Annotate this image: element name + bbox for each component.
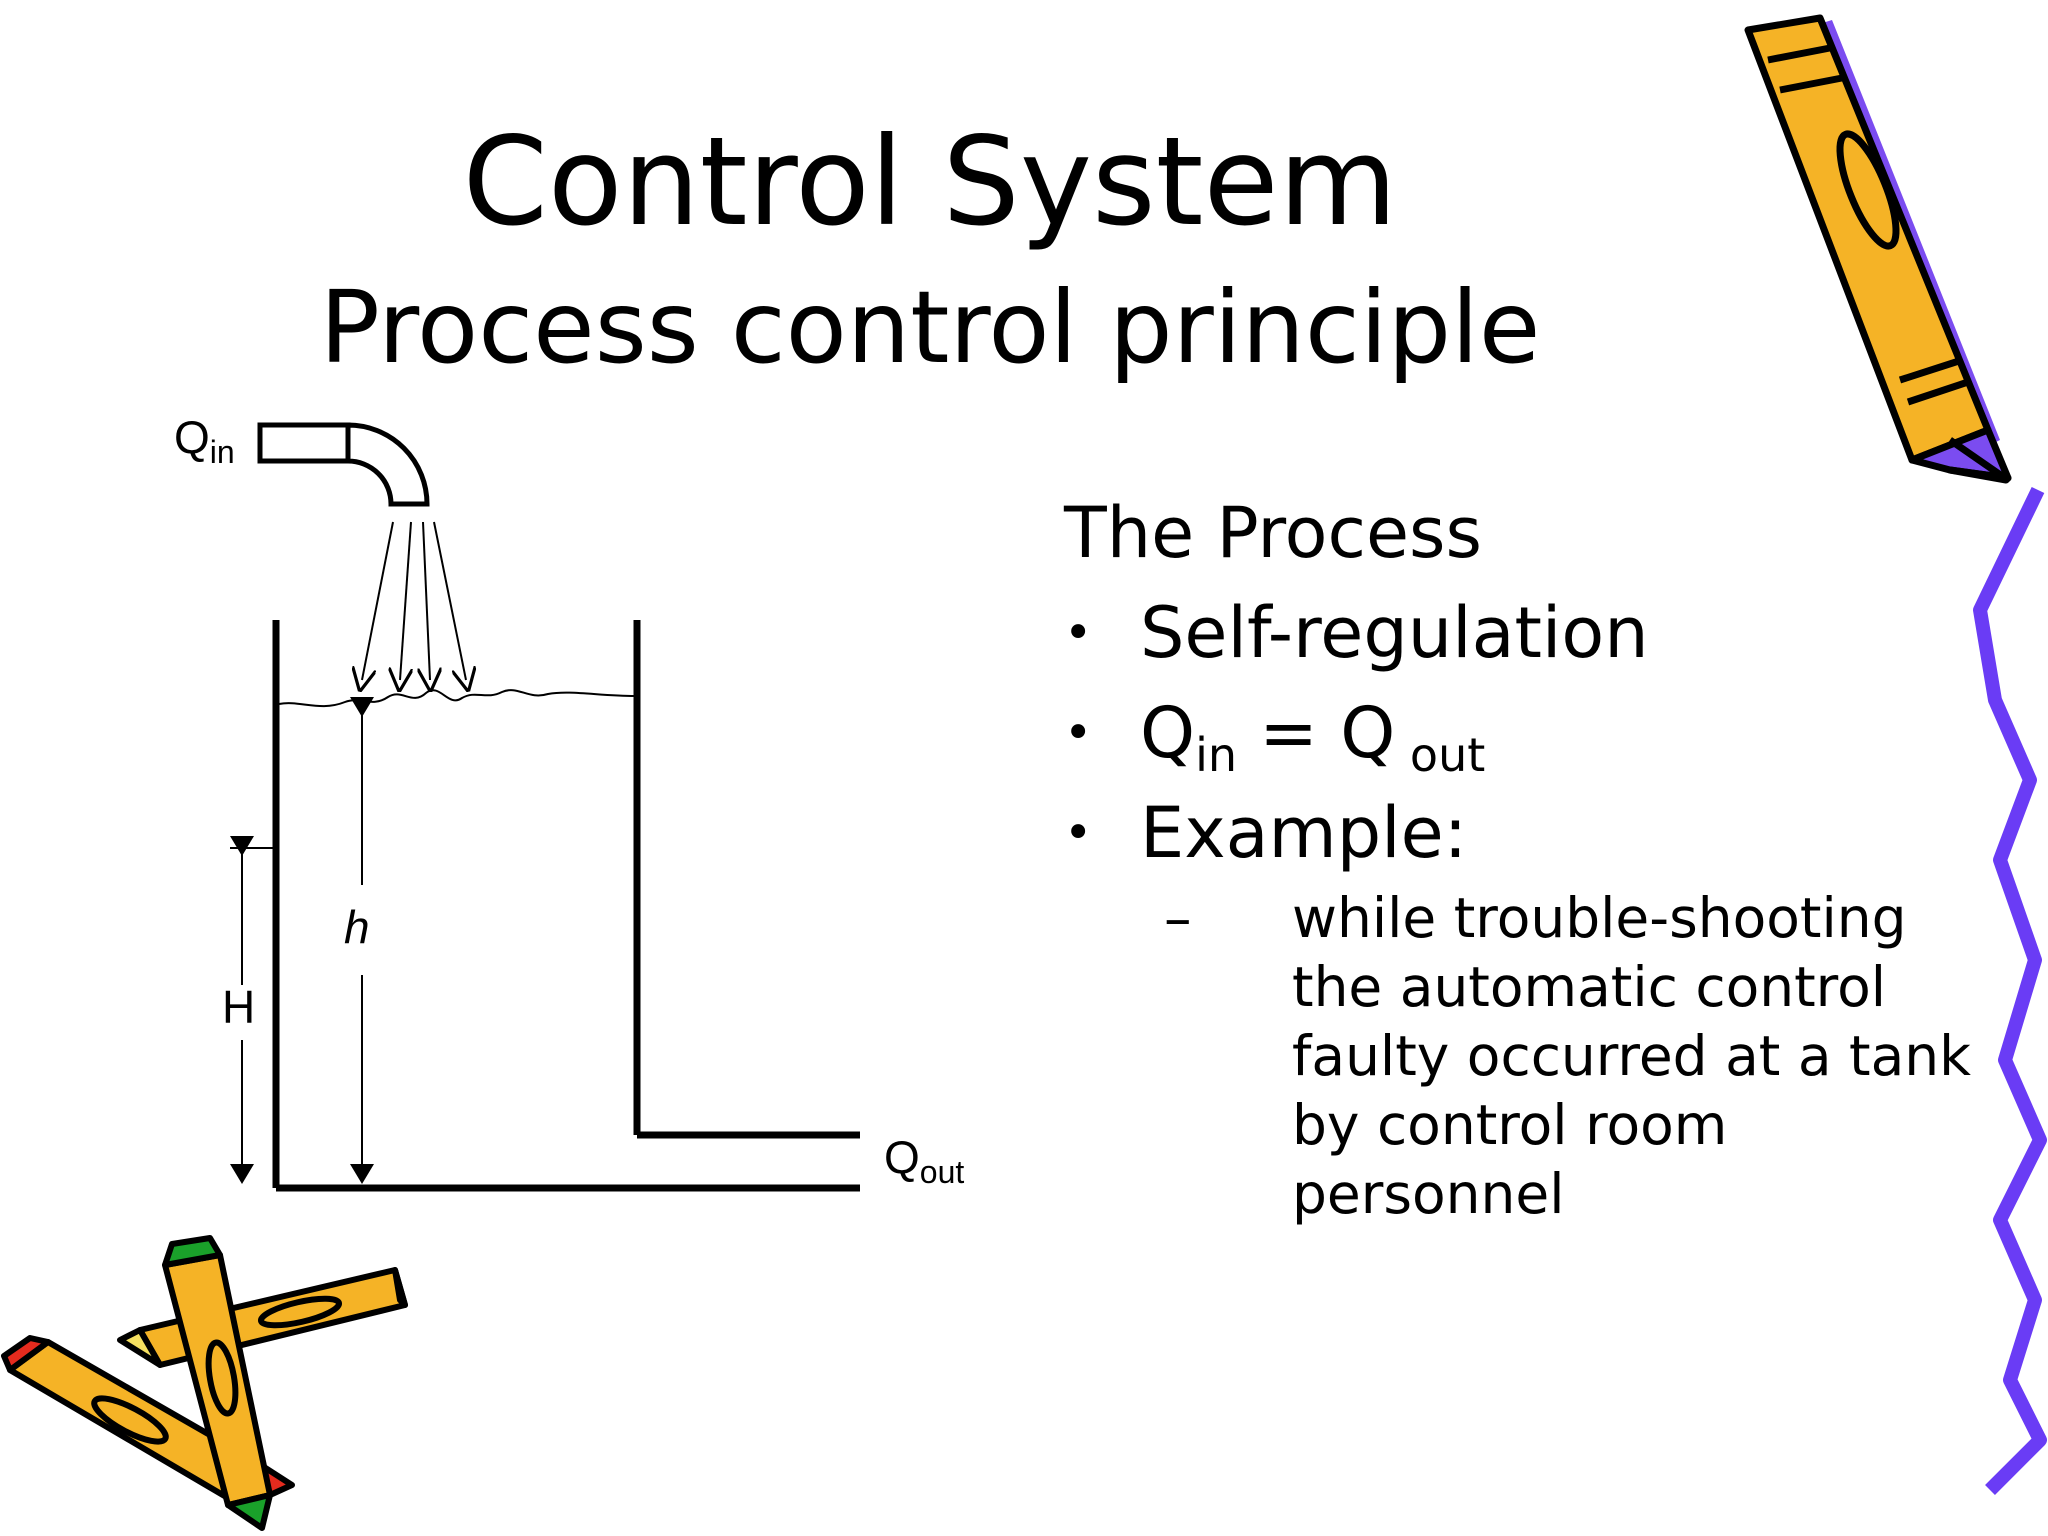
tank-walls	[272, 620, 860, 1192]
process-heading: The Process	[1064, 492, 1482, 574]
bullet-dot: •	[1064, 805, 1093, 861]
water-stream-arrows	[362, 521, 466, 680]
slide-title: Control System	[462, 111, 1398, 253]
q-in-label: Qin	[174, 411, 235, 470]
pencil-icon	[1744, 14, 2012, 484]
q-out-label: Qout	[884, 1131, 965, 1190]
h-small-label: h	[344, 901, 370, 953]
water-surface	[278, 689, 636, 708]
crayon-icon-green	[162, 1235, 273, 1531]
h-big-label: H	[222, 981, 256, 1033]
squiggle-line-icon	[1973, 486, 2047, 1495]
bullet-dot: •	[1064, 705, 1093, 761]
H-dimension-arrow	[230, 836, 276, 1184]
slide-subtitle: Process control principle	[319, 269, 1541, 386]
inlet-pipe	[257, 422, 430, 507]
bullet-dot: •	[1064, 605, 1093, 661]
crayon-icon-yellow	[117, 1267, 408, 1368]
